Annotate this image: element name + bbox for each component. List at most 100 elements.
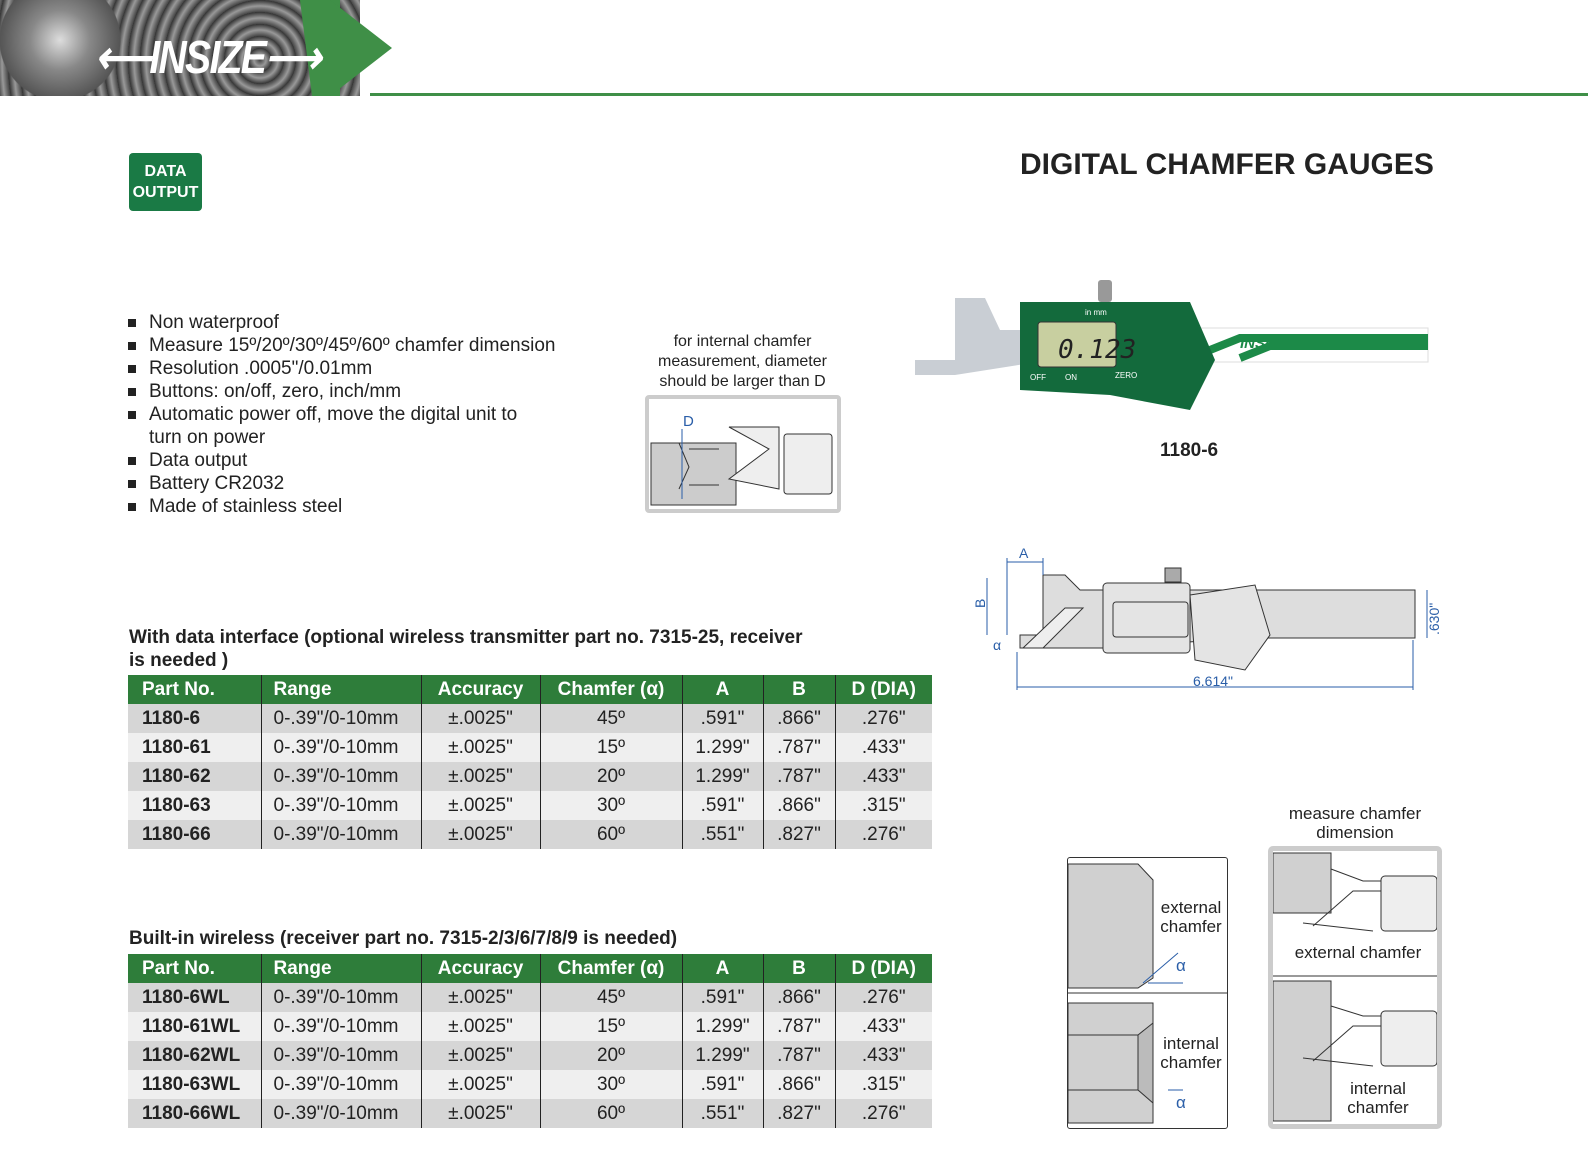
column-header: D (DIA) <box>834 954 932 983</box>
table-cell: 15º <box>539 733 682 762</box>
column-header: Chamfer (α) <box>539 954 682 983</box>
table-cell: ±.0025" <box>420 1099 540 1128</box>
table-cell: 30º <box>539 1070 682 1099</box>
table-cell: 0-.39"/0-10mm <box>260 983 421 1012</box>
external-chamfer-label: external chamfer <box>1294 943 1422 962</box>
internal-chamfer-sketch: D <box>645 395 841 513</box>
table-cell: .787" <box>762 733 835 762</box>
table-cell: 60º <box>539 820 682 849</box>
dim-a-label: A <box>1019 545 1029 561</box>
dim-alpha-label: α <box>993 637 1001 653</box>
table-cell: 60º <box>539 1099 682 1128</box>
feature-item: Measure 15º/20º/30º/45º/60º chamfer dime… <box>128 334 555 357</box>
column-header: Part No. <box>128 675 261 704</box>
table-cell: 0-.39"/0-10mm <box>260 1070 421 1099</box>
table-cell: .315" <box>834 1070 932 1099</box>
dimension-drawing: A B α 6.614" .630" <box>965 540 1455 700</box>
internal-chamfer-label: internal chamfer <box>1347 1079 1409 1117</box>
dim-b-label: B <box>972 599 988 608</box>
column-header: B <box>762 675 835 704</box>
table-cell: 1180-62 <box>128 762 261 791</box>
table-cell: .787" <box>762 1012 835 1041</box>
table-cell: .433" <box>834 1012 932 1041</box>
table-cell: 0-.39"/0-10mm <box>260 820 421 849</box>
table-cell: 1.299" <box>681 733 763 762</box>
table-cell: .827" <box>762 1099 835 1128</box>
table-cell: 1180-62WL <box>128 1041 261 1070</box>
table-cell: .591" <box>681 1070 763 1099</box>
table2-heading: Built-in wireless (receiver part no. 731… <box>129 928 678 949</box>
feature-list: Non waterproof Measure 15º/20º/30º/45º/6… <box>128 311 555 518</box>
feature-item: Resolution .0005"/0.01mm <box>128 357 555 380</box>
measure-chamfer-diagram: external chamfer internal chamfer <box>1268 846 1442 1129</box>
column-header: Accuracy <box>420 954 540 983</box>
table-cell: 0-.39"/0-10mm <box>260 1041 421 1070</box>
table-cell: ±.0025" <box>420 791 540 820</box>
table-cell: ±.0025" <box>420 983 540 1012</box>
svg-text:ZERO: ZERO <box>1115 371 1137 380</box>
column-header: A <box>681 954 763 983</box>
table-cell: 45º <box>539 704 682 733</box>
table-cell: .591" <box>681 791 763 820</box>
svg-text:in mm: in mm <box>1085 308 1107 317</box>
chamfer-types-diagram: external chamfer α internal chamfer α <box>1067 857 1228 1129</box>
table-cell: 1.299" <box>681 1041 763 1070</box>
table-cell: .866" <box>762 704 835 733</box>
table-cell: ±.0025" <box>420 733 540 762</box>
table1-heading: With data interface (optional wireless t… <box>129 627 803 671</box>
table-cell: 0-.39"/0-10mm <box>260 1012 421 1041</box>
feature-item: Battery CR2032 <box>128 472 555 495</box>
table-cell: 1180-66WL <box>128 1099 261 1128</box>
ruler-logo: INSIZE <box>1240 335 1289 352</box>
table-cell: ±.0025" <box>420 1070 540 1099</box>
table-cell: .551" <box>681 1099 763 1128</box>
table-cell: .276" <box>834 983 932 1012</box>
table-cell: .866" <box>762 1070 835 1099</box>
table-cell: 1180-66 <box>128 820 261 849</box>
table-cell: .827" <box>762 820 835 849</box>
banner-chevron-tip <box>330 0 392 96</box>
table-cell: 0-.39"/0-10mm <box>260 733 421 762</box>
table-cell: 1180-61 <box>128 733 261 762</box>
table-cell: 1180-63 <box>128 791 261 820</box>
table-cell: 20º <box>539 1041 682 1070</box>
table-cell: .591" <box>681 704 763 733</box>
table-cell: .276" <box>834 820 932 849</box>
feature-item: Buttons: on/off, zero, inch/mm <box>128 380 555 403</box>
table-cell: 0-.39"/0-10mm <box>260 1099 421 1128</box>
table-cell: ±.0025" <box>420 762 540 791</box>
table-cell: .551" <box>681 820 763 849</box>
table-cell: 0-.39"/0-10mm <box>260 762 421 791</box>
table-cell: .276" <box>834 704 932 733</box>
table-cell: 1180-6 <box>128 704 261 733</box>
table-cell: 1.299" <box>681 762 763 791</box>
column-header: Range <box>260 675 421 704</box>
table-cell: 1180-6WL <box>128 983 261 1012</box>
table-cell: .866" <box>762 791 835 820</box>
header-rule <box>370 93 1588 96</box>
table-cell: ±.0025" <box>420 704 540 733</box>
internal-chamfer-label: internal chamfer <box>1160 1034 1222 1072</box>
product-photo: INSIZE 0.123 in mm OFF ON ZERO <box>910 280 1430 415</box>
table-cell: 45º <box>539 983 682 1012</box>
model-label: 1180-6 <box>1160 440 1219 461</box>
internal-chamfer-note: for internal chamfer measurement, diamet… <box>658 333 827 390</box>
table-cell: 1.299" <box>681 1012 763 1041</box>
page-title: DIGITAL CHAMFER GAUGES <box>1020 148 1434 181</box>
table-cell: 1180-63WL <box>128 1070 261 1099</box>
table-cell: 30º <box>539 791 682 820</box>
measure-chamfer-caption: measure chamfer dimension <box>1288 804 1422 842</box>
feature-item: Data output <box>128 449 555 472</box>
svg-text:OFF: OFF <box>1030 373 1046 382</box>
table-cell: .787" <box>762 1041 835 1070</box>
table-cell: .866" <box>762 983 835 1012</box>
